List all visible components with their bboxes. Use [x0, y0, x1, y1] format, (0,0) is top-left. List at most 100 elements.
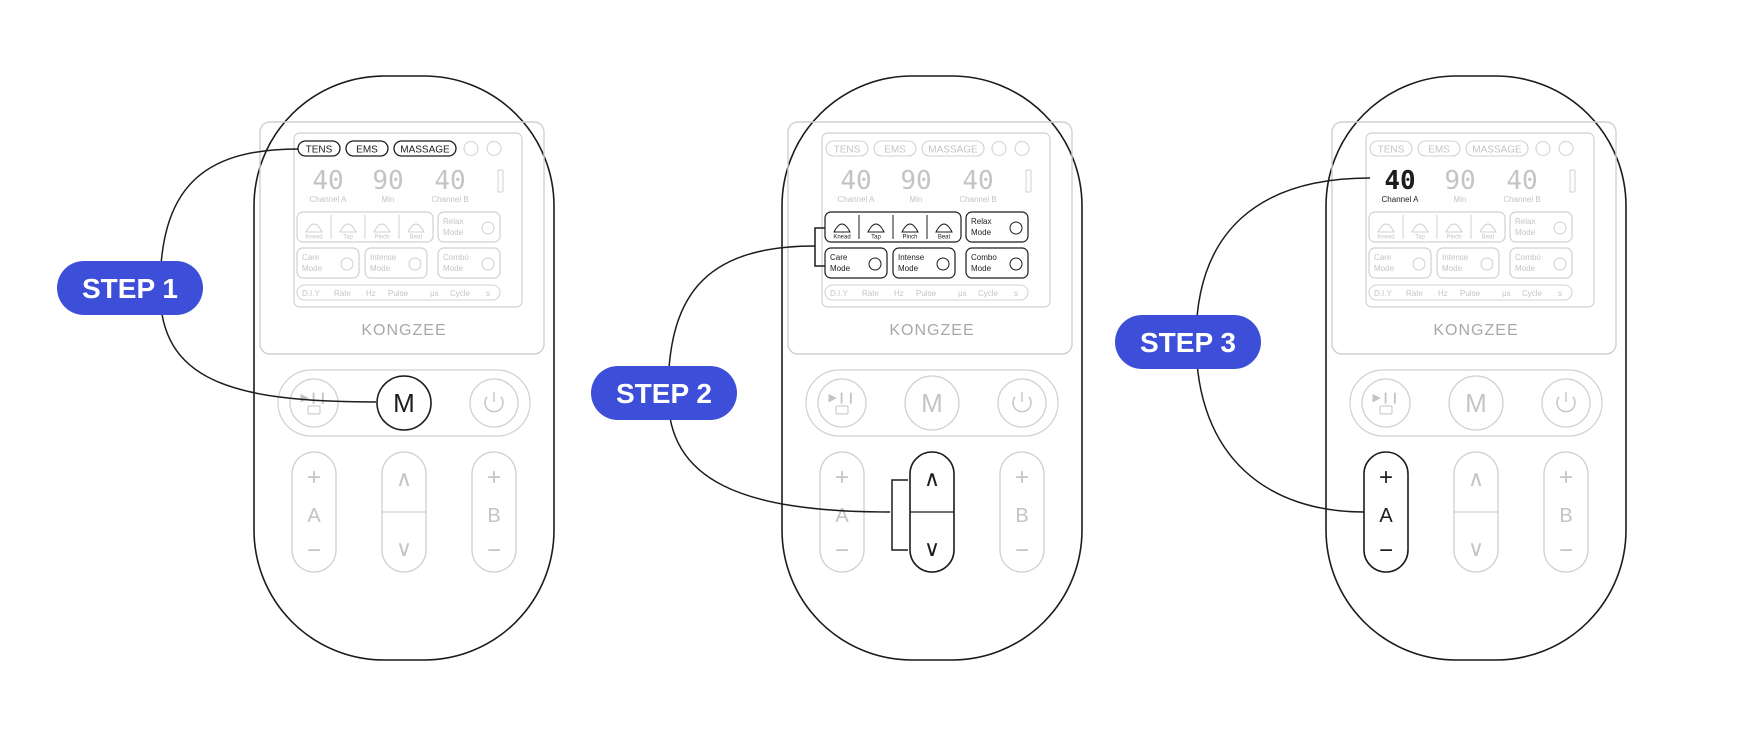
mode-button-label: M: [1465, 388, 1487, 418]
power-icon: [484, 396, 504, 413]
combo-mode-word: Mode: [971, 264, 992, 273]
lock-icon: [307, 405, 321, 415]
knead-icon: [833, 223, 851, 233]
channel-b-plus: +: [487, 464, 501, 491]
pinch-icon: [373, 223, 391, 233]
timer-status-icon: [991, 141, 1007, 156]
tens-mode-pill-label: TENS: [834, 145, 861, 156]
combo-mode-word: Mode: [443, 264, 464, 273]
battery-icon: [497, 169, 504, 193]
hz-label: Hz: [366, 289, 376, 298]
combo-mode-icon: [481, 257, 495, 271]
s-label: s: [486, 289, 490, 298]
power-icon: [1556, 396, 1576, 413]
channel-b-plus: +: [1015, 464, 1029, 491]
mode-button[interactable]: [376, 375, 432, 431]
cycle-label: Cycle: [1522, 289, 1543, 298]
relax-mode-name: Relax: [443, 217, 463, 226]
intense-mode-icon: [1480, 257, 1494, 271]
lcd-inner-frame: [821, 132, 1051, 308]
pinch-icon: [901, 223, 919, 233]
combo-mode-name: Combo: [971, 253, 997, 262]
power-button[interactable]: [469, 378, 519, 428]
channel-b-minus: −: [1015, 537, 1029, 564]
cycle-label: Cycle: [450, 289, 471, 298]
rate-label: Rate: [334, 289, 351, 298]
relax-mode-word: Mode: [1515, 228, 1536, 237]
play-pause-button[interactable]: [817, 378, 867, 428]
tap-label: Tap: [871, 235, 881, 241]
channel-b-pill[interactable]: [1543, 451, 1589, 573]
us-label: μs: [1502, 289, 1511, 298]
relax-mode-icon: [1553, 221, 1567, 235]
intense-mode-box: [892, 247, 956, 279]
play-pause-icon: ▶❙❙: [1373, 392, 1400, 404]
relax-mode-name: Relax: [971, 217, 991, 226]
program-up-arrow: ∧: [924, 466, 940, 491]
massage-programs-box: [1368, 211, 1506, 243]
step2-button-bracket: [891, 479, 908, 551]
combo-mode-name: Combo: [1515, 253, 1541, 262]
step2-screen-bracket: [814, 227, 825, 267]
power-button[interactable]: [997, 378, 1047, 428]
timer-status-icon: [463, 141, 479, 156]
mode-button[interactable]: [904, 375, 960, 431]
care-mode-box: [1368, 247, 1432, 279]
play-pause-button[interactable]: [289, 378, 339, 428]
control-bar: ▶❙❙M: [805, 369, 1059, 437]
ems-mode-pill: [873, 140, 917, 157]
channel-b-letter: B: [1015, 505, 1028, 527]
intense-mode-icon: [408, 257, 422, 271]
intense-mode-name: Intense: [898, 253, 925, 262]
channel-a-value: 40: [312, 166, 343, 196]
channel-a-pill[interactable]: [291, 451, 337, 573]
knead-icon: [305, 223, 323, 233]
channel-a-value: 40: [1384, 166, 1415, 196]
intensity-controls: +A−∧∨+B−: [291, 451, 517, 573]
channel-b-value: 40: [1506, 166, 1537, 196]
step-2-pill: [591, 366, 737, 420]
massage-mode-pill: [1465, 140, 1529, 157]
power-button[interactable]: [1541, 378, 1591, 428]
combo-mode-icon: [1009, 257, 1023, 271]
step-3-label: STEP 3: [1140, 327, 1236, 358]
min-value: 90: [1444, 166, 1475, 196]
diy-bar: [1368, 284, 1573, 301]
pinch-label: Pinch: [1446, 235, 1461, 241]
massage-mode-pill-label: MASSAGE: [400, 145, 450, 156]
channel-b-pill[interactable]: [471, 451, 517, 573]
intense-mode-word: Mode: [1442, 264, 1463, 273]
control-bar-frame: [1349, 369, 1603, 437]
channel-a-letter: A: [835, 505, 849, 527]
combo-mode-box: [437, 247, 501, 279]
step-1-badge: STEP 1: [57, 261, 203, 315]
lock-icon: [1379, 405, 1393, 415]
knead-label: Knead: [1377, 235, 1394, 241]
channel-a-label: Channel A: [838, 195, 876, 204]
mode-button[interactable]: [1448, 375, 1504, 431]
tens-mode-pill-label: TENS: [1378, 145, 1405, 156]
channel-b-pill[interactable]: [999, 451, 1045, 573]
lock-icon: [835, 405, 849, 415]
channel-a-plus: +: [1379, 464, 1393, 491]
s-label: s: [1014, 289, 1018, 298]
massage-programs-box: [296, 211, 434, 243]
tens-mode-pill: [825, 140, 869, 157]
play-pause-button[interactable]: [1361, 378, 1411, 428]
lcd-inner-frame: [293, 132, 523, 308]
care-mode-icon: [1412, 257, 1426, 271]
intense-mode-word: Mode: [370, 264, 391, 273]
hz-label: Hz: [1438, 289, 1448, 298]
diy-bar: [296, 284, 501, 301]
control-bar: ▶❙❙M: [277, 369, 531, 437]
combo-mode-name: Combo: [443, 253, 469, 262]
care-mode-word: Mode: [830, 264, 851, 273]
